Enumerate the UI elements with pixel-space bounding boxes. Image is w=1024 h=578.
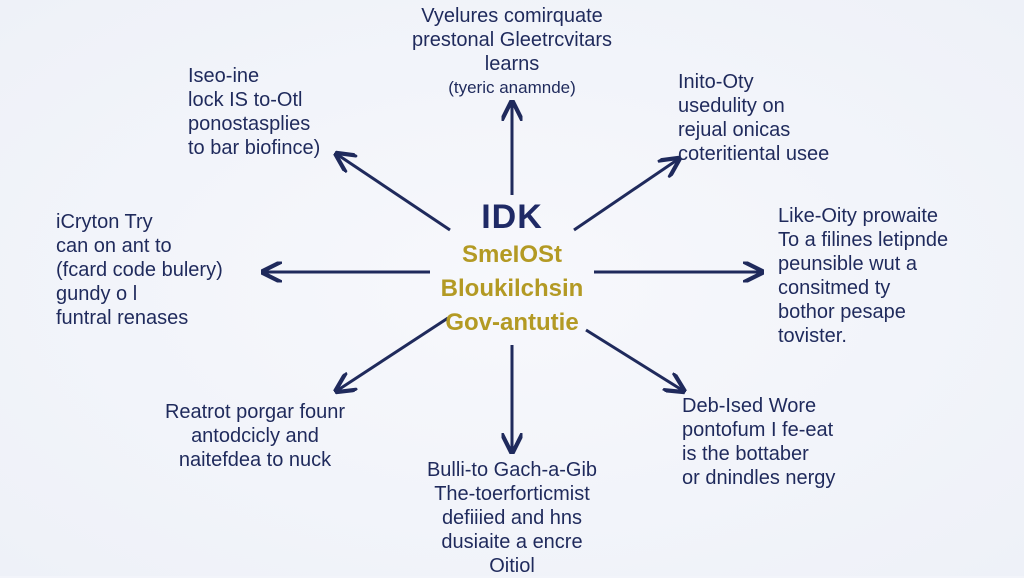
node-line: The-toerforticmist bbox=[434, 483, 590, 505]
node-line: Like-Oity prowaite bbox=[778, 205, 939, 227]
node-bottom: Bulli-to Gach-a-Gib The-toerforticmist d… bbox=[392, 458, 632, 578]
node-top: Vyelures comirquate prestonal Gleetrcvit… bbox=[392, 4, 632, 100]
node-line: can on ant to bbox=[56, 235, 172, 257]
arrow-up-right bbox=[573, 160, 677, 232]
node-line: pontofum I fe-eat bbox=[682, 419, 834, 441]
hub-title: IDK bbox=[481, 198, 543, 236]
node-line: defiiied and hns bbox=[441, 507, 583, 529]
node-line: Inito-Oty bbox=[678, 71, 754, 93]
node-line: to bar biofince) bbox=[188, 137, 321, 159]
node-line: gundy o l bbox=[56, 283, 138, 305]
node-right: Like-Oity prowaite To a filines letipnde… bbox=[778, 204, 948, 348]
hub-line: SmeIOSt bbox=[461, 241, 563, 268]
node-line: Oitiol bbox=[489, 555, 535, 577]
node-line: Reatrot porgar founr bbox=[164, 401, 346, 423]
node-line: lock IS to-Otl bbox=[188, 89, 303, 111]
node-bottom-left: Reatrot porgar founr antodcicly and nait… bbox=[150, 400, 360, 472]
hub-node: IDK SmeIOSt Bloukilchsin Gov-antutie bbox=[412, 200, 612, 340]
node-line: tovister. bbox=[778, 325, 847, 347]
node-bottom-right: Deb-Ised Wore pontofum I fe-eat is the b… bbox=[682, 394, 835, 490]
node-line: Iseo-ine bbox=[188, 65, 260, 87]
node-line: (tyeric anamnde) bbox=[448, 78, 576, 97]
node-line: rejual onicas bbox=[678, 119, 791, 141]
node-top-right: Inito-Oty usedulity on rejual onicas cot… bbox=[678, 70, 829, 166]
hub-line: Bloukilchsin bbox=[440, 275, 584, 302]
node-line: consitmed ty bbox=[778, 277, 891, 299]
node-line: prestonal Gleetrcvitars bbox=[411, 29, 613, 51]
node-line: is the bottaber bbox=[682, 443, 809, 465]
node-top-left: Iseo-ine lock IS to-Otl ponostasplies to… bbox=[188, 64, 320, 160]
node-line: antodcicly and bbox=[191, 425, 319, 447]
node-line: ponostasplies bbox=[188, 113, 311, 135]
node-line: Bulli-to Gach-a-Gib bbox=[426, 459, 598, 481]
node-line: (fcard code bulery) bbox=[56, 259, 223, 281]
node-line: Deb-Ised Wore bbox=[682, 395, 817, 417]
arrow-up-left bbox=[338, 155, 451, 232]
node-line: dusiaite a encre bbox=[441, 531, 583, 553]
node-line: funtral renases bbox=[56, 307, 189, 329]
arrow-down-right bbox=[585, 328, 682, 390]
node-line: naitefdea to nuck bbox=[178, 449, 332, 471]
node-line: To a filines letipnde bbox=[778, 229, 949, 251]
node-line: coteritiental usee bbox=[678, 143, 830, 165]
node-line: usedulity on bbox=[678, 95, 785, 117]
node-line: bothor pesape bbox=[778, 301, 906, 323]
node-line: Vyelures comirquate bbox=[421, 5, 603, 27]
hub-line: Gov-antutie bbox=[445, 309, 579, 336]
node-line: learns bbox=[484, 53, 540, 75]
node-line: peunsible wut a bbox=[778, 253, 917, 275]
node-line: or dnindles nergy bbox=[682, 467, 836, 489]
node-left: iCryton Try can on ant to (fcard code bu… bbox=[56, 210, 223, 330]
node-line: iCryton Try bbox=[56, 211, 153, 233]
arrow-down-left bbox=[338, 316, 449, 390]
